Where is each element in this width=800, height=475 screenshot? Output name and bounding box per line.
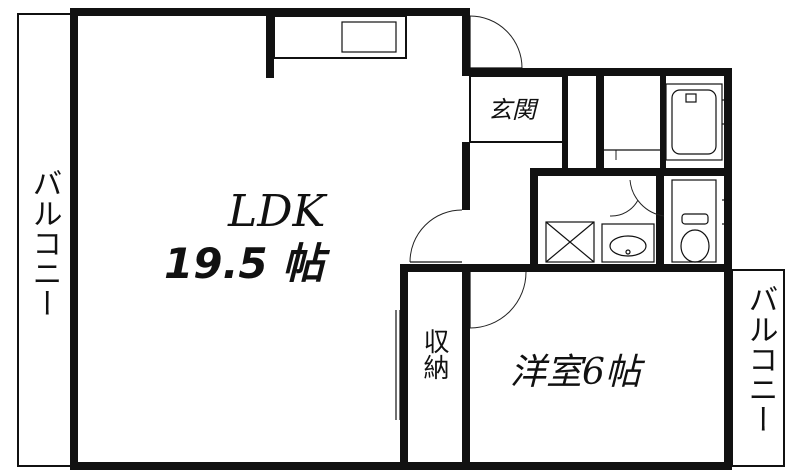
bathroom — [604, 83, 732, 161]
kitchen-counter — [266, 15, 407, 78]
balcony-right-label: バルコニー — [743, 284, 778, 434]
interior-walls — [400, 76, 730, 470]
balcony-right — [725, 269, 785, 467]
washroom — [545, 199, 655, 263]
western-room-label: 洋室6帖 — [510, 352, 646, 393]
balcony-left-label: バルコニー — [27, 168, 62, 318]
western-room-door — [469, 271, 527, 329]
toilet — [629, 179, 732, 263]
ldk-door — [409, 209, 463, 263]
ldk-size-label: 19.5 帖 — [164, 239, 330, 288]
ldk-label: LDK — [227, 186, 327, 237]
entrance-label: 玄関 — [488, 96, 539, 124]
storage-label: 収納 — [419, 328, 449, 380]
entrance-door — [469, 15, 523, 69]
storage-doors — [395, 310, 401, 420]
entrance-area — [469, 75, 604, 172]
